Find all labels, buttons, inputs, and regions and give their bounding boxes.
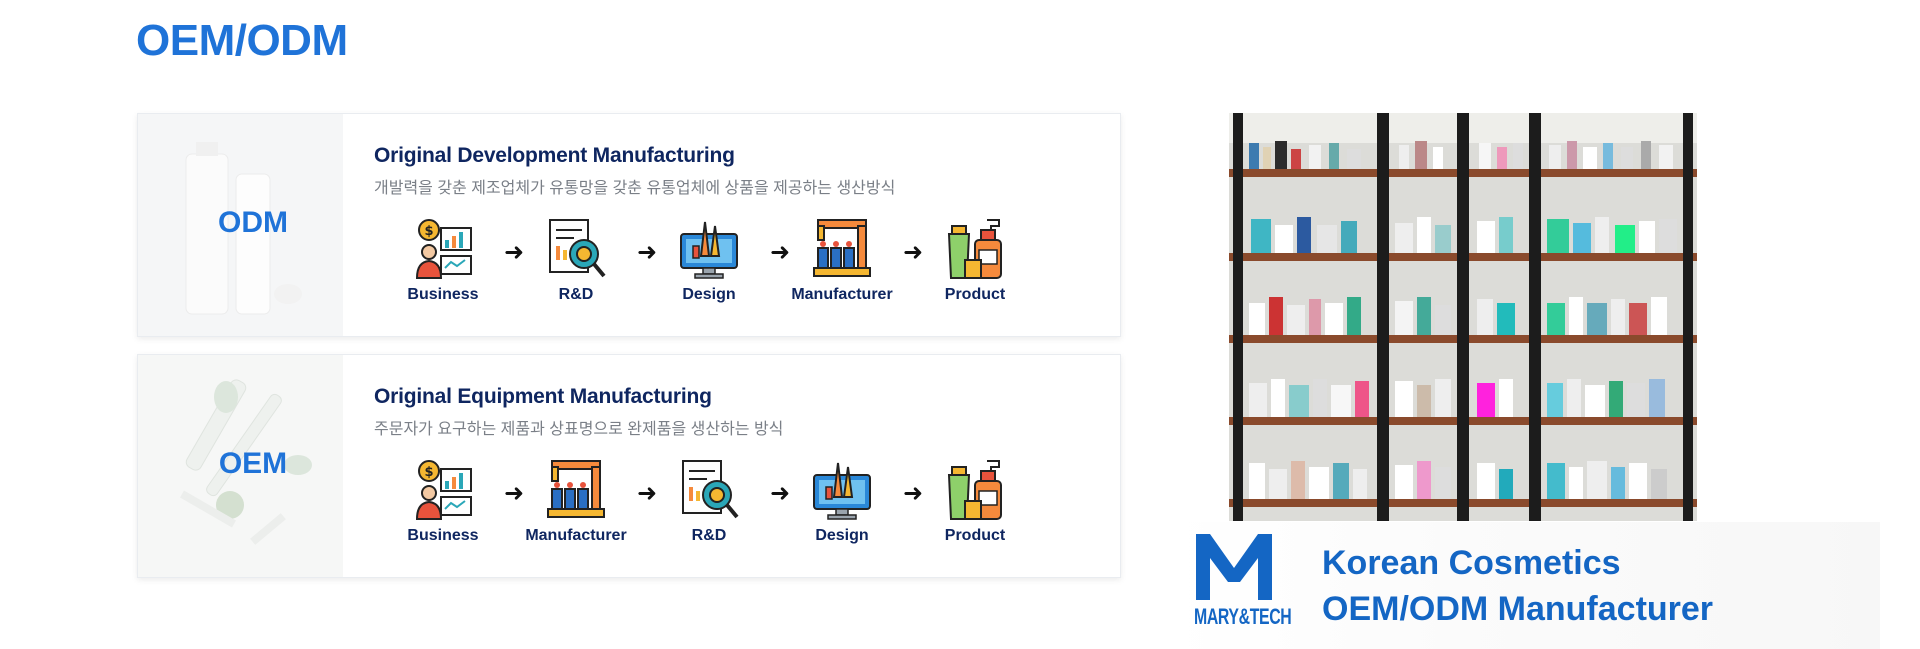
- oem-step-design: Design: [777, 457, 907, 545]
- odm-process-flow: Business ➜ R&D ➜ Design ➜ Manufacturer ➜…: [378, 216, 1018, 312]
- oem-step-product: Product: [910, 457, 1040, 545]
- odm-heading: Original Development Manufacturing: [374, 144, 735, 167]
- brand-tagline-line1: Korean Cosmetics: [1322, 544, 1621, 582]
- business-icon: [411, 216, 475, 280]
- arrow-right-icon: ➜: [903, 480, 924, 507]
- step-label: Manufacturer: [525, 527, 627, 544]
- odm-label: ODM: [218, 206, 288, 239]
- odm-step-business: Business: [378, 216, 508, 304]
- step-label: Product: [944, 286, 1006, 303]
- arrow-right-icon: ➜: [504, 239, 525, 266]
- arrow-right-icon: ➜: [903, 239, 924, 266]
- oem-label: OEM: [218, 447, 288, 480]
- odm-step-rnd: R&D: [511, 216, 641, 304]
- oem-heading: Original Equipment Manufacturing: [374, 385, 712, 408]
- cosmetic-parts-image: [138, 355, 343, 577]
- oem-card: OEM Original Equipment Manufacturing 주문자…: [137, 354, 1121, 578]
- design-icon: [810, 457, 874, 521]
- odm-thumbnail: [138, 114, 343, 336]
- odm-description: 개발력을 갖춘 제조업체가 유통망을 갖춘 유통업체에 상품을 제공하는 생산방…: [374, 180, 896, 197]
- odm-step-design: Design: [644, 216, 774, 304]
- step-label: Design: [682, 286, 736, 303]
- page-title: OEM/ODM: [136, 16, 348, 65]
- design-icon: [677, 216, 741, 280]
- odm-step-manufacturer: Manufacturer: [777, 216, 907, 304]
- shelf-photo-art: [1229, 113, 1697, 521]
- brand-banner: MARY&TECH Korean Cosmetics OEM/ODM Manuf…: [1170, 522, 1880, 649]
- step-label: Business: [407, 527, 479, 544]
- oem-description: 주문자가 요구하는 제품과 상표명으로 완제품을 생산하는 방식: [374, 421, 784, 438]
- business-icon: [411, 457, 475, 521]
- mary-and-tech-logo-icon: [1196, 534, 1272, 600]
- step-label: R&D: [558, 286, 594, 303]
- step-label: R&D: [691, 527, 727, 544]
- oem-step-business: Business: [378, 457, 508, 545]
- research-icon: [677, 457, 741, 521]
- arrow-right-icon: ➜: [637, 239, 658, 266]
- odm-card: ODM Original Development Manufacturing 개…: [137, 113, 1121, 337]
- oem-step-rnd: R&D: [644, 457, 774, 545]
- product-icon: [943, 216, 1007, 280]
- oem-process-flow: Business ➜ Manufacturer ➜ R&D ➜ Design ➜…: [378, 457, 1018, 553]
- cosmetics-shelf-photo: [1229, 113, 1697, 521]
- research-icon: [544, 216, 608, 280]
- product-icon: [943, 457, 1007, 521]
- manufacturer-icon: [810, 216, 874, 280]
- step-label: Design: [815, 527, 869, 544]
- arrow-right-icon: ➜: [770, 480, 791, 507]
- oem-thumbnail: [138, 355, 343, 577]
- manufacturer-icon: [544, 457, 608, 521]
- step-label: Business: [407, 286, 479, 303]
- cosmetic-bottles-image: [138, 114, 343, 336]
- odm-step-product: Product: [910, 216, 1040, 304]
- arrow-right-icon: ➜: [504, 480, 525, 507]
- brand-logo-text: MARY&TECH: [1194, 604, 1292, 629]
- step-label: Product: [944, 527, 1006, 544]
- oem-step-manufacturer: Manufacturer: [511, 457, 641, 545]
- arrow-right-icon: ➜: [770, 239, 791, 266]
- step-label: Manufacturer: [791, 286, 893, 303]
- arrow-right-icon: ➜: [637, 480, 658, 507]
- brand-tagline-line2: OEM/ODM Manufacturer: [1322, 590, 1714, 628]
